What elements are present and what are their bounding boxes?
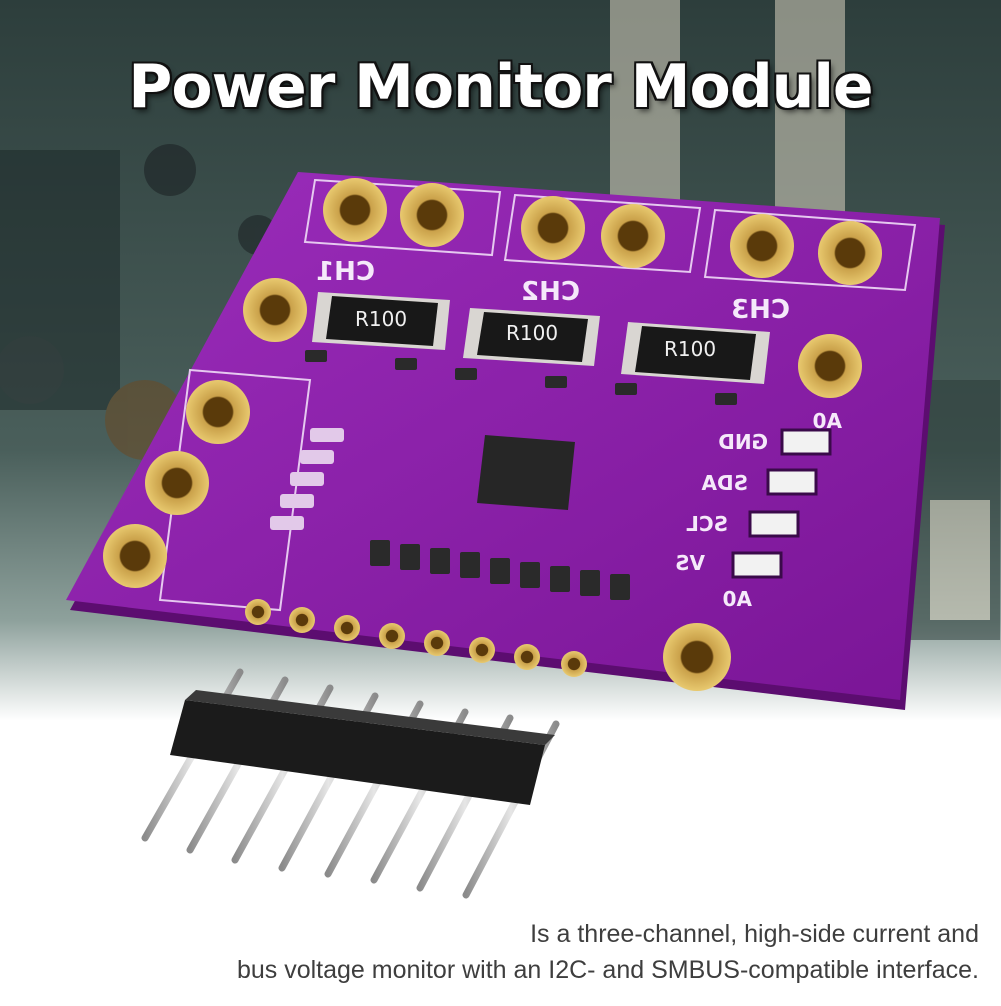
pin-label-scl: SCL: [686, 512, 728, 536]
shunt-resistors: [312, 292, 770, 384]
resistor-label-1: R100: [355, 307, 407, 331]
ch1-label: CH1: [316, 257, 375, 287]
led-components: [270, 428, 344, 530]
pcb-module: CH1 CH2 CH3 A0 GND SDA SCL VS A0 R100 R1…: [66, 172, 945, 710]
product-caption: Is a three-channel, high-side current an…: [237, 916, 979, 988]
ch2-label: CH2: [521, 277, 580, 307]
jumper-pads: [731, 428, 832, 579]
pin-label-a0-top: A0: [813, 409, 842, 433]
pcb-pads: [103, 178, 882, 691]
pin-header-icon: [141, 668, 560, 899]
ic-chip: [477, 435, 575, 510]
header-pads: [245, 599, 587, 677]
caption-line-1: Is a three-channel, high-side current an…: [530, 920, 979, 948]
caption-line-2: bus voltage monitor with an I2C- and SMB…: [236, 956, 979, 984]
pin-label-a0-bottom: A0: [723, 587, 752, 611]
resistor-label-3: R100: [664, 337, 716, 361]
resistor-label-2: R100: [506, 321, 558, 345]
pin-label-gnd: GND: [718, 430, 768, 454]
smd-components: [305, 350, 737, 600]
pin-label-sda: SDA: [701, 471, 748, 495]
page-title: Power Monitor Module: [128, 52, 873, 122]
ch3-label: CH3: [731, 295, 790, 325]
pin-label-vs: VS: [675, 551, 705, 575]
